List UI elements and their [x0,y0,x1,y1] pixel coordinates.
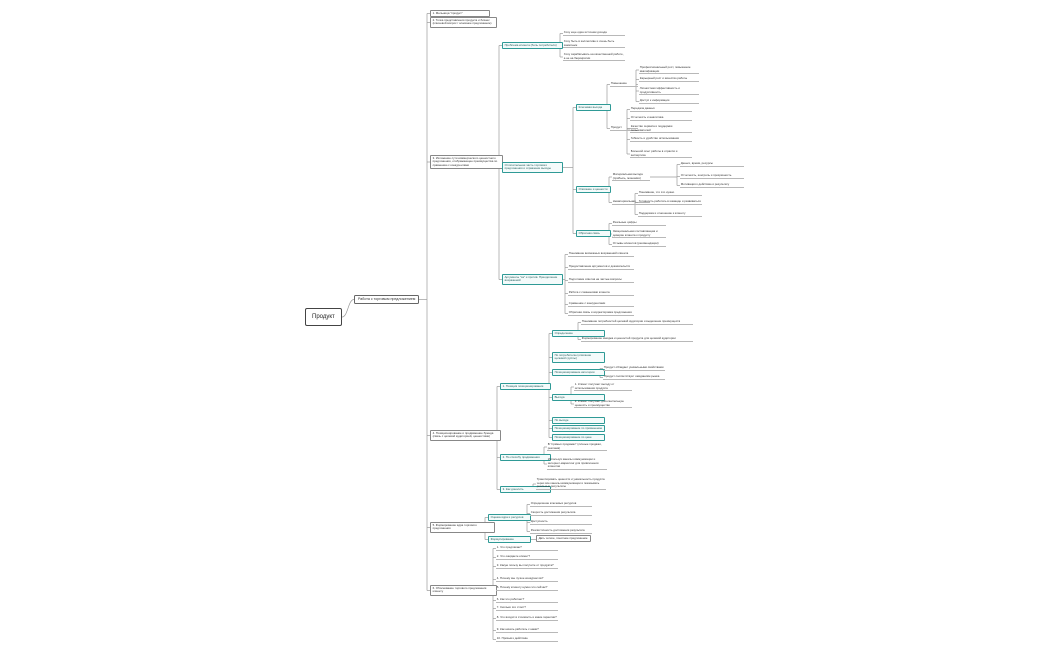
promo-item-2[interactable]: Используя каналы коммуникации и интернет… [547,457,607,470]
pain-item-3[interactable]: Хочу зарабатывать на качественной работе… [563,52,625,61]
material-item-2[interactable]: Отчетность, контроль и прозрачность [680,173,744,179]
pain-item-2[interactable]: Хочу быть в коллективе и очень быть заме… [563,39,625,48]
question-item-7[interactable]: 7. Сколько это стоит? [496,605,558,611]
value-node-1[interactable]: Материальная выгода (прибыль, экономия) [612,172,650,181]
objection-item-1[interactable]: Понимание возможных возражений клиента [568,251,634,257]
formulation-note[interactable]: Дать четкое, понятное предложение [536,535,592,543]
benefit-node-3[interactable]: Обратная связь [576,230,612,238]
position-node-6[interactable]: Позиционирование по применению [552,425,606,433]
question-item-8[interactable]: 8. Что входит в стоимость и какие гарант… [496,615,558,621]
connector [341,299,355,318]
sec4-child-2[interactable]: 2. По способу продвижения [500,454,552,462]
feedback-item-2[interactable]: Эмоциональная составляющая и доверие кли… [612,229,666,238]
product-item-2[interactable]: Отчетность и аналитика [630,115,692,121]
product-item-3[interactable]: Качество сервиса и поддержки пользовател… [630,124,692,133]
benefit-node-2[interactable]: Описание и ценности [576,186,612,194]
sec5-child-2[interactable]: Формулирование [488,536,532,544]
question-item-9[interactable]: 9. Как начать работать с нами? [496,627,558,633]
question-item-2[interactable]: 2. Что ожидаете клиент? [496,554,558,560]
definition-item-1[interactable]: Понимание потребностей целевой аудитории… [581,319,693,325]
definition-item-2[interactable]: Формирование имиджа и ценностей продукта… [581,336,693,342]
section-node-3[interactable]: 3. Изложение сути коммерческого ценностн… [430,155,504,170]
objection-item-5[interactable]: Сравнение с конкурентами [568,301,634,307]
position-node-2[interactable]: По потребителю (описание целевой группы) [552,352,606,363]
root-node[interactable]: Продукт [305,308,342,326]
feedback-item-3[interactable]: Отзывы клиентов (рекомендации) [612,241,666,247]
sec3-child-1[interactable]: Проблема клиента (боль потребителя) [502,42,564,50]
benefit-node-1[interactable]: Ключевая выгода [576,104,612,112]
pain-item-1[interactable]: Хочу еще один источник дохода [563,30,625,36]
promo-item-1[interactable]: В "прямых продажах" (личные продажи, рек… [547,442,607,451]
growth-item-3[interactable]: Личностная эффективность и продуктивност… [639,86,699,95]
section-node-6[interactable]: 6. Обоснование торгового предложения кли… [430,585,498,596]
material-item-1[interactable]: Деньги, время, ресурсы [680,161,744,167]
position-node-1[interactable]: Определение [552,330,606,338]
sec3-child-3[interactable]: Аргументы "за" и против. Преодоление воз… [502,274,564,285]
key-benefit-1[interactable]: Повышение [610,81,638,87]
growth-item-1[interactable]: Профессиональный рост, повышение квалифи… [639,65,699,74]
position-node-4[interactable]: Выгода [552,394,606,402]
core-item-4[interactable]: Реалистичность достижения результата [530,528,592,534]
section-node-2[interactable]: 2. Точка представления продукта и бизнес… [430,17,498,28]
main-branch-node[interactable]: Работа с торговым предложением [354,295,420,305]
benefit-item-1[interactable]: 1. Клиент получает выгоду от использован… [574,382,632,391]
core-item-3[interactable]: Доступность [530,519,592,525]
objection-item-4[interactable]: Работа с сомнениями клиента [568,290,634,296]
product-item-4[interactable]: Гибкость и удобство использования [630,136,692,142]
core-item-2[interactable]: Скорость достижения результата [530,510,592,516]
objection-item-2[interactable]: Предоставление аргументов и доказательст… [568,264,634,270]
sec4-child-1[interactable]: 1. Позиция позиционирования [500,383,552,391]
question-item-10[interactable]: 10. Призыв к действию [496,636,558,642]
value-node-2[interactable]: Нематериальная [612,199,650,205]
product-item-5[interactable]: Большой опыт работы в отрасли и эксперти… [630,149,692,158]
material-item-3[interactable]: Мотивация к действию и результату [680,182,744,188]
benefit-item-2[interactable]: 2. Клиент получает дополнительную ценнос… [574,399,632,408]
growth-item-4[interactable]: Доступ к информации [639,98,699,104]
intangible-item-2[interactable]: Готовность работать в команде и развиват… [638,199,702,205]
growth-item-2[interactable]: Карьерный рост и качество работы [639,76,699,82]
sec4-child-3[interactable]: 3. Как доносить [500,486,552,494]
question-item-3[interactable]: 3. Какую пользу вы получите от продукта? [496,563,558,569]
section-node-4[interactable]: 4. Позиционирование и продвижение бренда… [430,430,502,441]
category-item-2[interactable]: Продукт соответствует ожиданиям рынка [603,374,665,380]
position-node-3[interactable]: Позиционирование категории [552,369,606,377]
key-benefit-2[interactable]: Продукт [610,125,638,131]
question-item-6[interactable]: 6. Как это работает? [496,597,558,603]
product-item-1[interactable]: Передача данных [630,106,692,112]
position-node-7[interactable]: Позиционирование по цене [552,434,606,442]
core-item-1[interactable]: Определение ключевых ресурсов [530,501,592,507]
section-node-5[interactable]: 5. Формирование ядра торгового предложен… [430,522,496,533]
question-item-5[interactable]: 5. Почему клиенту нужно это сейчас? [496,585,558,591]
deliver-item-1[interactable]: Транслировать ценности и уникальность пр… [536,477,606,490]
objection-item-3[interactable]: Подготовка ответов на частые вопросы [568,277,634,283]
question-item-4[interactable]: 4. Почему мы лучше конкурентов? [496,576,558,582]
section-node-1[interactable]: 1. Мельница "продукт" [430,10,491,18]
objection-item-6[interactable]: Обратная связь и корректировка предложен… [568,310,634,316]
category-item-1[interactable]: Продукт обладает уникальными свойствами [603,365,665,371]
sec5-child-1[interactable]: Оценка ядра и ресурсов [488,514,532,522]
intangible-item-1[interactable]: Понимание, что это нужно [638,190,702,196]
question-item-1[interactable]: 1. Что предлагаю? [496,545,558,551]
sec3-child-2[interactable]: Отличительная часть торгового предложени… [502,162,564,173]
feedback-item-1[interactable]: Реальные цифры [612,220,666,226]
intangible-item-3[interactable]: Поддержка и отношение к клиенту [638,211,702,217]
position-node-5[interactable]: По выгоде [552,417,606,425]
